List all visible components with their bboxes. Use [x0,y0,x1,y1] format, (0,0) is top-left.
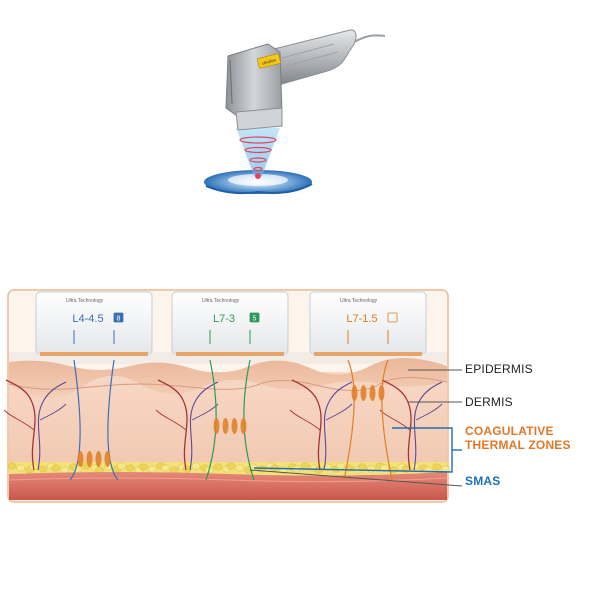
cartridge-transducer-strip [40,352,148,356]
fat-globule [358,464,366,470]
thermal-coagulation-point [352,385,358,401]
fat-globule [336,463,344,469]
cartridge-model: L7-3 [213,313,235,325]
fat-globule [236,465,244,471]
thermal-coagulation-point [241,418,247,434]
thermal-coagulation-point [370,385,376,401]
thermal-coagulation-point [232,418,238,434]
cartridge-transducer-strip [314,352,422,356]
label-epidermis: EPIDERMIS [465,362,533,376]
handpiece-illustration: ultrafirm [204,30,385,194]
transducer-cap [236,108,282,130]
thermal-coagulation-point [96,451,102,467]
fat-globule [117,463,125,469]
thermal-coagulation-point [105,451,111,467]
label-smas: SMAS [465,474,500,488]
thermal-coagulation-point [223,418,229,434]
cartridge-model: L4-4.5 [72,313,103,325]
fat-globule [17,465,25,471]
cartridge-badge-text: 8 [117,316,121,323]
cartridge-brand: Ultra Technology [340,298,378,304]
label-coagulative-thermal-zones: COAGULATIVE THERMAL ZONES [465,424,571,452]
fat-globule [227,463,235,469]
fat-globule [170,467,178,473]
fat-globule [60,467,68,473]
thermal-coagulation-point [379,385,385,401]
label-coag-line1: COAGULATIVE [465,424,571,438]
cartridge-model: L7-1.5 [346,313,377,325]
fat-globule [214,464,222,470]
thermal-coagulation-point [87,451,93,467]
fat-globule [139,464,147,470]
cartridge-brand: Ultra Technology [202,298,240,304]
fat-globule [301,463,309,469]
fat-globule [8,463,16,469]
fat-globule [433,464,441,470]
smas-layer [9,472,447,500]
focal-point [255,173,261,179]
fat-globule [161,465,169,471]
fat-globule [367,466,375,472]
fat-globule [126,465,134,471]
thermal-coagulation-point [361,385,367,401]
fat-globule [148,466,156,472]
cartridge-badge-text: 5 [253,316,257,323]
label-dermis: DERMIS [465,395,513,409]
cartridge-brand: Ultra Technology [66,298,104,304]
cartridge-transducer-strip [176,352,284,356]
label-coag-line2: THERMAL ZONES [465,438,571,452]
thermal-coagulation-point [214,418,220,434]
fat-globule [39,466,47,472]
fat-globule [52,465,60,471]
fat-globule [192,463,200,469]
thermal-coagulation-point [78,451,84,467]
